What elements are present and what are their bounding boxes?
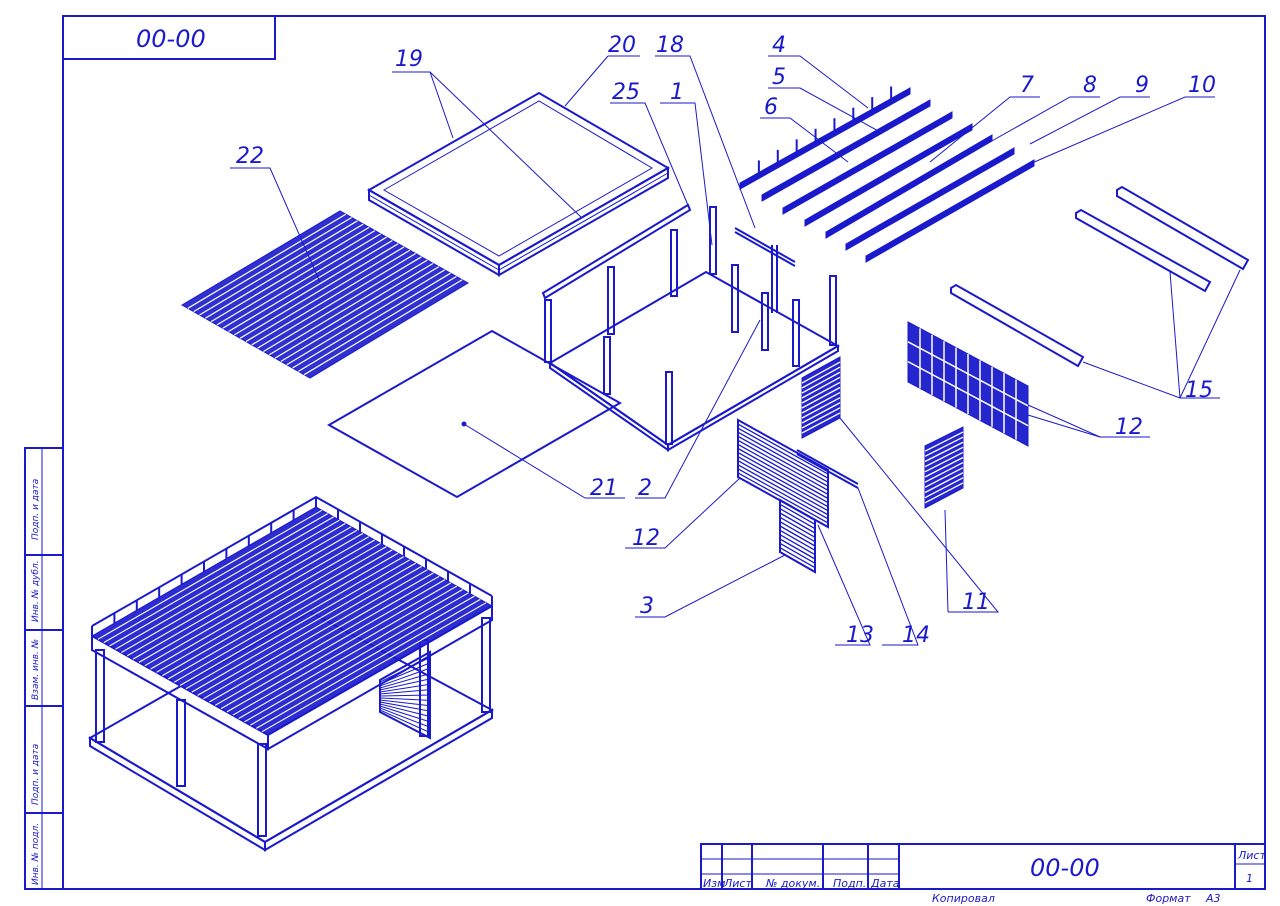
callout-6: 6	[764, 95, 778, 120]
callout-3: 3	[640, 594, 654, 619]
side-label-1: Инв. № подл.	[31, 823, 41, 885]
col-list: Лист	[723, 877, 752, 890]
col-date: Дата	[870, 877, 900, 890]
callout-12-left: 12	[632, 526, 660, 551]
callout-19: 19	[395, 47, 423, 72]
callout-2: 2	[638, 476, 652, 501]
sheet-label: Лист	[1237, 849, 1266, 862]
title-code: 00-00	[1030, 854, 1100, 882]
callout-13: 13	[846, 623, 874, 648]
part-12-3-13-14-louvers	[737, 418, 859, 574]
callouts: 19 20 18 25 1 22 4 5 6 7 8 9 10 15 12 21…	[236, 33, 1216, 648]
side-label-5: Подп. и дата	[31, 479, 41, 540]
callout-7: 7	[1020, 73, 1034, 98]
leader-lines	[230, 55, 1241, 646]
col-izm: Изм	[703, 877, 725, 890]
part-18-tee	[734, 227, 796, 313]
top-code-box: 00-00	[62, 15, 276, 60]
callout-12-right: 12	[1115, 415, 1143, 440]
parts-4-10-rails	[739, 86, 1035, 263]
callout-1: 1	[670, 80, 684, 105]
callout-15: 15	[1185, 378, 1213, 403]
part-19-20-roof-frame	[366, 91, 670, 277]
callout-18: 18	[656, 33, 684, 58]
callout-11: 11	[962, 590, 990, 615]
format-label: Формат	[1146, 892, 1191, 905]
part-12-wall-panel-right	[907, 321, 1029, 447]
side-label-4: Инв. № дубл.	[31, 560, 41, 622]
callout-20: 20	[608, 33, 636, 58]
part-11-wall-panels	[801, 356, 964, 509]
callout-8: 8	[1083, 73, 1097, 98]
format-value: А3	[1205, 892, 1221, 905]
callout-22: 22	[236, 144, 264, 169]
top-code-text: 00-00	[136, 25, 206, 53]
callout-5: 5	[772, 65, 786, 90]
title-block: Изм Лист № докум. Подп. Дата 00-00 Лист …	[700, 843, 1266, 890]
callout-9: 9	[1135, 73, 1149, 98]
side-label-3: Взам. инв. №	[31, 639, 41, 700]
part-22-roof-sheet	[181, 210, 469, 379]
col-doc: № докум.	[765, 877, 820, 890]
sheet-number: 1	[1246, 872, 1253, 885]
side-label-2: Подп. и дата	[31, 744, 41, 805]
callout-10: 10	[1188, 73, 1216, 98]
col-sign: Подп.	[833, 877, 866, 890]
copied-label: Копировал	[932, 892, 995, 905]
callout-4: 4	[772, 33, 786, 58]
callout-14: 14	[902, 623, 930, 648]
assembled-view	[88, 495, 495, 852]
part-21-floor-plate	[326, 329, 623, 499]
part-15-beams	[950, 185, 1250, 368]
callout-25: 25	[612, 80, 640, 105]
part-2-base-frame	[541, 203, 841, 452]
callout-21: 21	[590, 476, 618, 501]
side-strip: Подп. и дата Инв. № дубл. Взам. инв. № П…	[24, 447, 64, 890]
